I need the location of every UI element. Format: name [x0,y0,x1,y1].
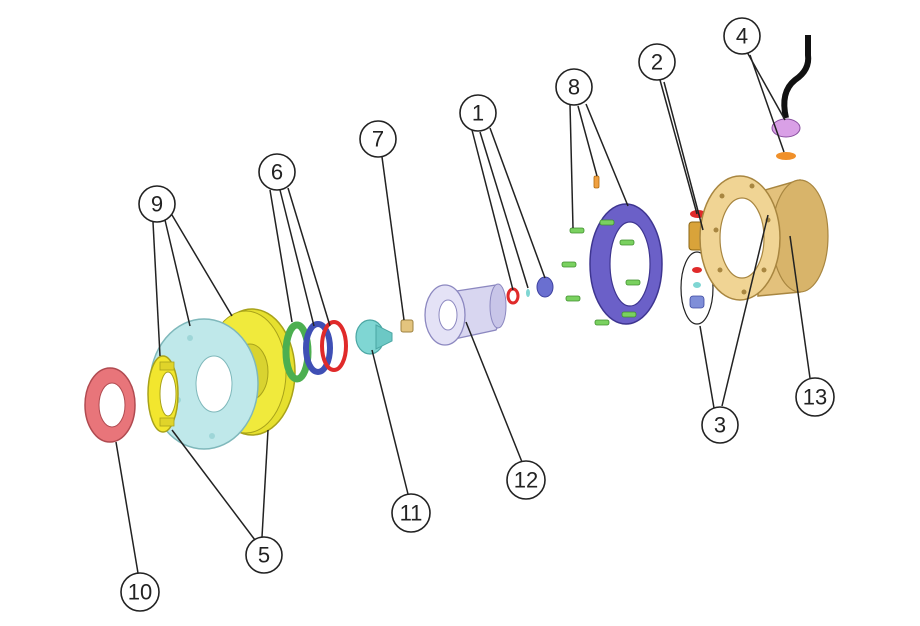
leader-lines [115,51,811,574]
callout-12: 12 [506,460,546,500]
part-13-housing [699,175,829,301]
part-12-sleeve [424,283,507,346]
callout-5: 5 [245,536,283,574]
callout-12-label: 12 [514,468,538,493]
part-4-cable-gland [771,35,812,160]
part-5-lock-ring [147,355,179,433]
callout-9-label: 9 [151,192,163,217]
callout-5-label: 5 [258,543,270,568]
callout-11-label: 11 [400,501,423,526]
part-7-nozzle [400,319,414,333]
callout-4-label: 4 [736,24,748,49]
callout-7-label: 7 [372,127,384,152]
part-11-cone [355,319,393,355]
callout-13-label: 13 [803,385,827,410]
callout-2-label: 2 [651,50,663,75]
part-3-seals [680,251,714,325]
callout-10: 10 [120,572,160,612]
callout-10-label: 10 [128,580,152,605]
callout-3-label: 3 [714,413,726,438]
callout-6: 6 [258,153,296,191]
callout-9: 9 [138,185,176,223]
callout-11: 11 [391,493,431,533]
callout-2: 2 [638,43,676,81]
part-6-rings [282,320,348,383]
callout-8-label: 8 [568,75,580,100]
callout-7: 7 [359,120,397,158]
part-1-seal-set [506,276,554,305]
callout-3: 3 [701,406,739,444]
part-10-gasket [84,367,136,443]
callout-1: 1 [459,94,497,132]
callout-4: 4 [723,17,761,55]
callout-6-label: 6 [271,160,283,185]
callout-8: 8 [555,68,593,106]
callout-13: 13 [795,377,835,417]
callout-1-label: 1 [472,101,484,126]
part-8-clamp-ring [561,175,663,326]
